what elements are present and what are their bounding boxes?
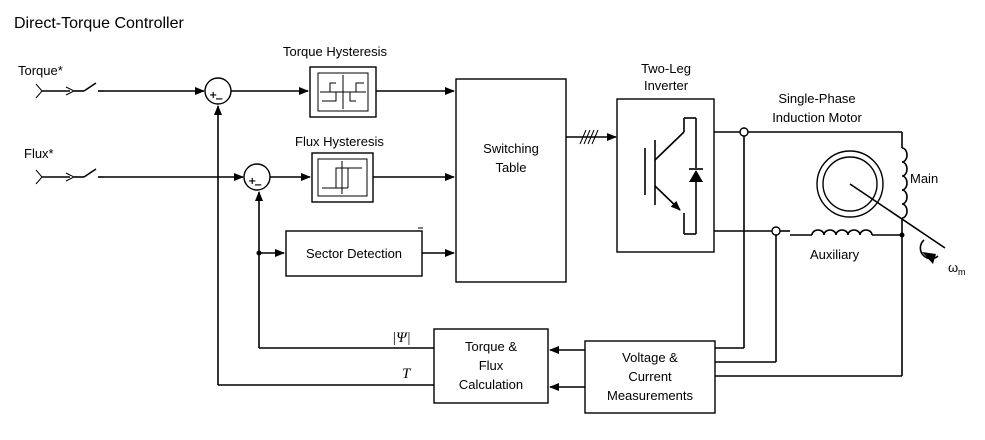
- svg-text:Current: Current: [628, 369, 672, 384]
- auxiliary-winding-label: Auxiliary: [810, 247, 860, 262]
- inverter-label-1: Two-Leg: [641, 61, 691, 76]
- diagram-title: Direct-Torque Controller: [14, 15, 185, 32]
- motor-rotor: [816, 150, 946, 264]
- sector-detection-block: Sector Detection: [285, 227, 423, 277]
- flux-ref-label: Flux*: [24, 146, 54, 161]
- inverter-block: [616, 98, 715, 253]
- inverter-output-leg-2: [714, 226, 790, 363]
- main-winding-label: Main: [910, 171, 938, 186]
- flux-hysteresis-label: Flux Hysteresis: [295, 134, 384, 149]
- torque-feedback-path: [214, 105, 434, 386]
- torque-estimate-label: T: [402, 366, 412, 382]
- svg-text:Flux: Flux: [479, 358, 504, 373]
- motor-label-2: Induction Motor: [772, 110, 862, 125]
- svg-text:Torque &: Torque &: [465, 339, 517, 354]
- torque-switch: [83, 82, 104, 92]
- motor-label-1: Single-Phase: [778, 91, 855, 106]
- svg-text:Voltage &: Voltage &: [622, 350, 678, 365]
- flux-magnitude-label: |Ψ|: [392, 330, 411, 346]
- flux-hysteresis-block: [311, 152, 374, 203]
- inverter-label-2: Inverter: [644, 78, 689, 93]
- svg-text:+: +: [248, 176, 256, 187]
- svg-text:Sector Detection: Sector Detection: [306, 246, 402, 261]
- svg-text:−: −: [254, 180, 262, 191]
- measurements-block: Voltage & Current Measurements: [584, 340, 716, 414]
- svg-text:Table: Table: [495, 160, 526, 175]
- switching-table-block: Switching Table: [455, 78, 567, 283]
- flux-input-port: [35, 169, 84, 185]
- rotor-speed-label: ω m: [948, 260, 966, 277]
- flux-summer: + −: [243, 163, 271, 191]
- torque-flux-calc-block: Torque & Flux Calculation: [433, 328, 549, 404]
- inverter-output-leg-1: [714, 127, 902, 349]
- svg-text:Switching: Switching: [483, 141, 539, 156]
- torque-summer: + −: [204, 77, 232, 105]
- torque-hysteresis-label: Torque Hysteresis: [283, 44, 388, 59]
- torque-input-port: [35, 83, 84, 99]
- auxiliary-winding: [790, 229, 905, 238]
- flux-feedback-path: [255, 191, 434, 349]
- torque-hysteresis-block: [309, 66, 377, 118]
- svg-text:Measurements: Measurements: [607, 388, 693, 403]
- flux-switch: [83, 168, 104, 178]
- torque-ref-label: Torque*: [18, 63, 63, 78]
- gate-bus: [566, 129, 617, 145]
- main-winding: [901, 132, 908, 376]
- svg-text:m: m: [958, 267, 966, 277]
- svg-text:+: +: [209, 90, 217, 101]
- svg-text:−: −: [215, 94, 223, 105]
- svg-text:ω: ω: [948, 260, 958, 275]
- svg-text:Calculation: Calculation: [459, 377, 523, 392]
